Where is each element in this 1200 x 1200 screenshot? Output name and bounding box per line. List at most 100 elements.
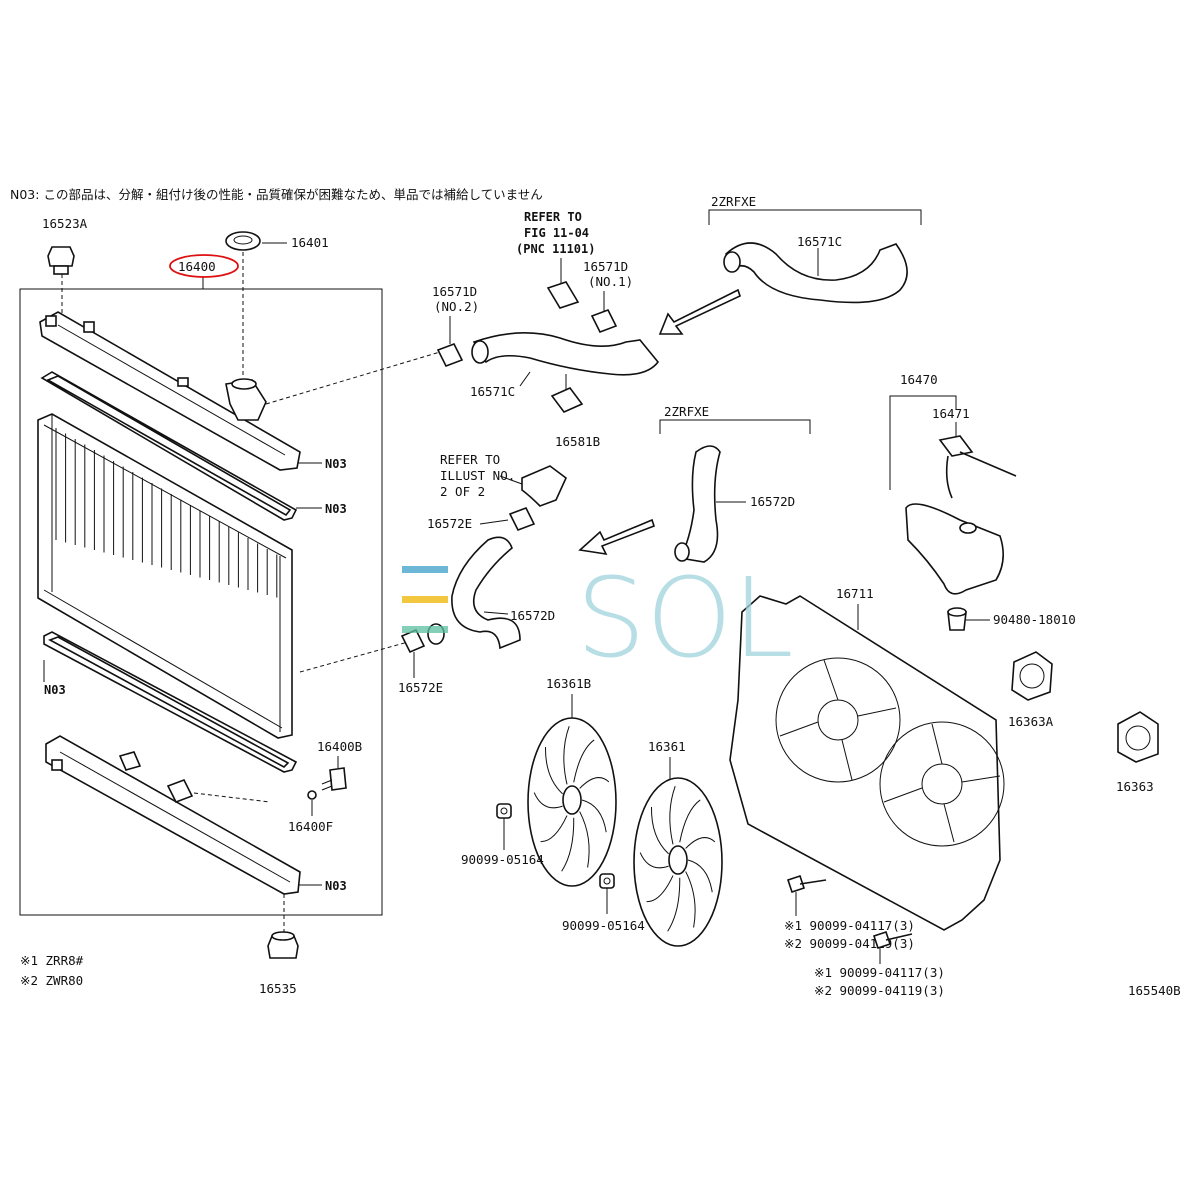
- label-16470: 16470: [900, 372, 938, 387]
- label-16401: 16401: [291, 235, 329, 250]
- label-16363: 16363: [1116, 779, 1154, 794]
- watermark-text: SOL: [576, 554, 794, 682]
- label-16572D-a: 16572D: [510, 608, 555, 623]
- label-16571C-b: 16571C: [797, 234, 842, 249]
- direction-arrow-a: [658, 288, 741, 335]
- cooling-fan-16361B: [527, 717, 617, 887]
- label-bolt-d1: ※1 90099-04117(3): [814, 965, 945, 980]
- label-bolt-d2: ※2 90099-04119(3): [814, 983, 945, 998]
- hose-end: [471, 340, 489, 364]
- water-inlet: [521, 465, 567, 507]
- watermark-bar: [402, 626, 448, 633]
- radiator-support-cushion-lower: [267, 931, 299, 959]
- radiator-core: [37, 413, 293, 739]
- radiator-cap: [225, 231, 261, 251]
- label-16400B: 16400B: [317, 739, 362, 754]
- radiator-lower-tank: [45, 735, 301, 895]
- fan-blade: [573, 739, 595, 783]
- hose-clamp-16572E-b: [400, 628, 426, 654]
- fan-blade: [687, 859, 713, 893]
- label-N03-c: N03: [44, 683, 66, 697]
- refer-fig-line3: (PNC 11101): [516, 242, 595, 256]
- engine-label-b: 2ZRFXE: [664, 404, 709, 419]
- label-16581B: 16581B: [555, 434, 600, 449]
- fan-blade: [650, 806, 669, 855]
- cooling-fan-16361: [633, 777, 723, 947]
- label-16361: 16361: [648, 739, 686, 754]
- label-no2: (NO.2): [434, 299, 479, 314]
- fan-blade: [533, 792, 563, 809]
- label-16363A: 16363A: [1008, 714, 1054, 729]
- fan-blade: [639, 852, 669, 869]
- label-16400F: 16400F: [288, 819, 333, 834]
- fan-blade: [579, 811, 590, 868]
- fan-blade: [540, 815, 568, 843]
- radiator-support-cushion-upper: [47, 246, 75, 275]
- label-16471: 16471: [932, 406, 970, 421]
- fan-blade: [667, 877, 681, 932]
- label-16571D-no1: 16571D: [583, 259, 628, 274]
- tank-cap-90480: [947, 607, 967, 631]
- label-bolt-c1: ※1 90099-04117(3): [784, 918, 915, 933]
- label-N03-d: N03: [325, 879, 347, 893]
- leader: [483, 611, 509, 615]
- label-90099-05164-b: 90099-05164: [562, 918, 645, 933]
- leader: [519, 371, 531, 387]
- dash-line: [193, 792, 271, 803]
- drain-cock-oring: [307, 790, 317, 800]
- direction-arrow-b: [578, 518, 656, 556]
- label-N03-b: N03: [325, 502, 347, 516]
- tank-cap: [959, 522, 977, 534]
- label-90480-18010: 90480-18010: [993, 612, 1076, 627]
- label-16572D-b: 16572D: [750, 494, 795, 509]
- bracket: [708, 209, 922, 225]
- label-16571D-no2: 16571D: [432, 284, 477, 299]
- fan-blade: [544, 746, 563, 795]
- radiator-assembly-frame: [19, 288, 383, 916]
- bracket: [889, 395, 957, 410]
- hose-clamp-no2: [436, 342, 464, 368]
- sol-watermark-logo: SOL: [402, 554, 794, 682]
- fan-nut-b: [599, 873, 615, 889]
- leader: [499, 475, 523, 485]
- lower-gasket: [43, 631, 298, 773]
- fan-blade: [679, 799, 701, 843]
- hose-16571C-2zrfxe: [724, 242, 908, 304]
- header-note: N03: この部品は、分解・組付け後の性能・品質確保が困難なため、単品では補給し…: [10, 187, 543, 202]
- leader: [479, 519, 509, 525]
- fan-motor-16363: [1117, 711, 1159, 763]
- dash-line: [265, 351, 441, 405]
- fan-blade: [563, 726, 570, 785]
- hose-clamp-no1: [590, 308, 618, 334]
- fan-blade: [685, 871, 696, 928]
- bracket: [659, 419, 811, 434]
- radiator-outlet-hose: [451, 536, 521, 650]
- engine-label-a: 2ZRFXE: [711, 194, 756, 209]
- hose-clamp-16572E-a: [508, 506, 536, 532]
- shroud-bolt-b: [872, 930, 913, 950]
- refer-fig-line2: FIG 11-04: [524, 226, 589, 240]
- refer-ill-line2: ILLUST NO.: [440, 468, 515, 483]
- bypass-hose-stub: [546, 281, 580, 309]
- shroud-bolt-a: [786, 874, 827, 894]
- label-N03-a: N03: [325, 457, 347, 471]
- label-16711: 16711: [836, 586, 874, 601]
- hose-16572D-2zrfxe: [678, 445, 721, 563]
- label-16361B: 16361B: [546, 676, 591, 691]
- highlight-circle: [169, 254, 239, 278]
- fan-blade: [669, 786, 676, 845]
- figure-code: 165540B: [1128, 983, 1181, 998]
- hose-end: [674, 542, 690, 562]
- drain-cock-plug: [321, 767, 347, 791]
- fan-shroud: [729, 595, 1005, 931]
- label-16571C-a: 16571C: [470, 384, 515, 399]
- watermark-bar: [402, 596, 448, 603]
- radiator-inlet-hose: [472, 332, 660, 376]
- refer-fig-line1: REFER TO: [524, 210, 582, 224]
- label-16572E-b: 16572E: [398, 680, 443, 695]
- label-90099-05164-a: 90099-05164: [461, 852, 544, 867]
- radiator-upper-tank: [39, 311, 301, 471]
- footnote-1: ※1 ZRR8#: [20, 953, 84, 968]
- label-16523A: 16523A: [42, 216, 88, 231]
- fan-blade: [581, 799, 607, 833]
